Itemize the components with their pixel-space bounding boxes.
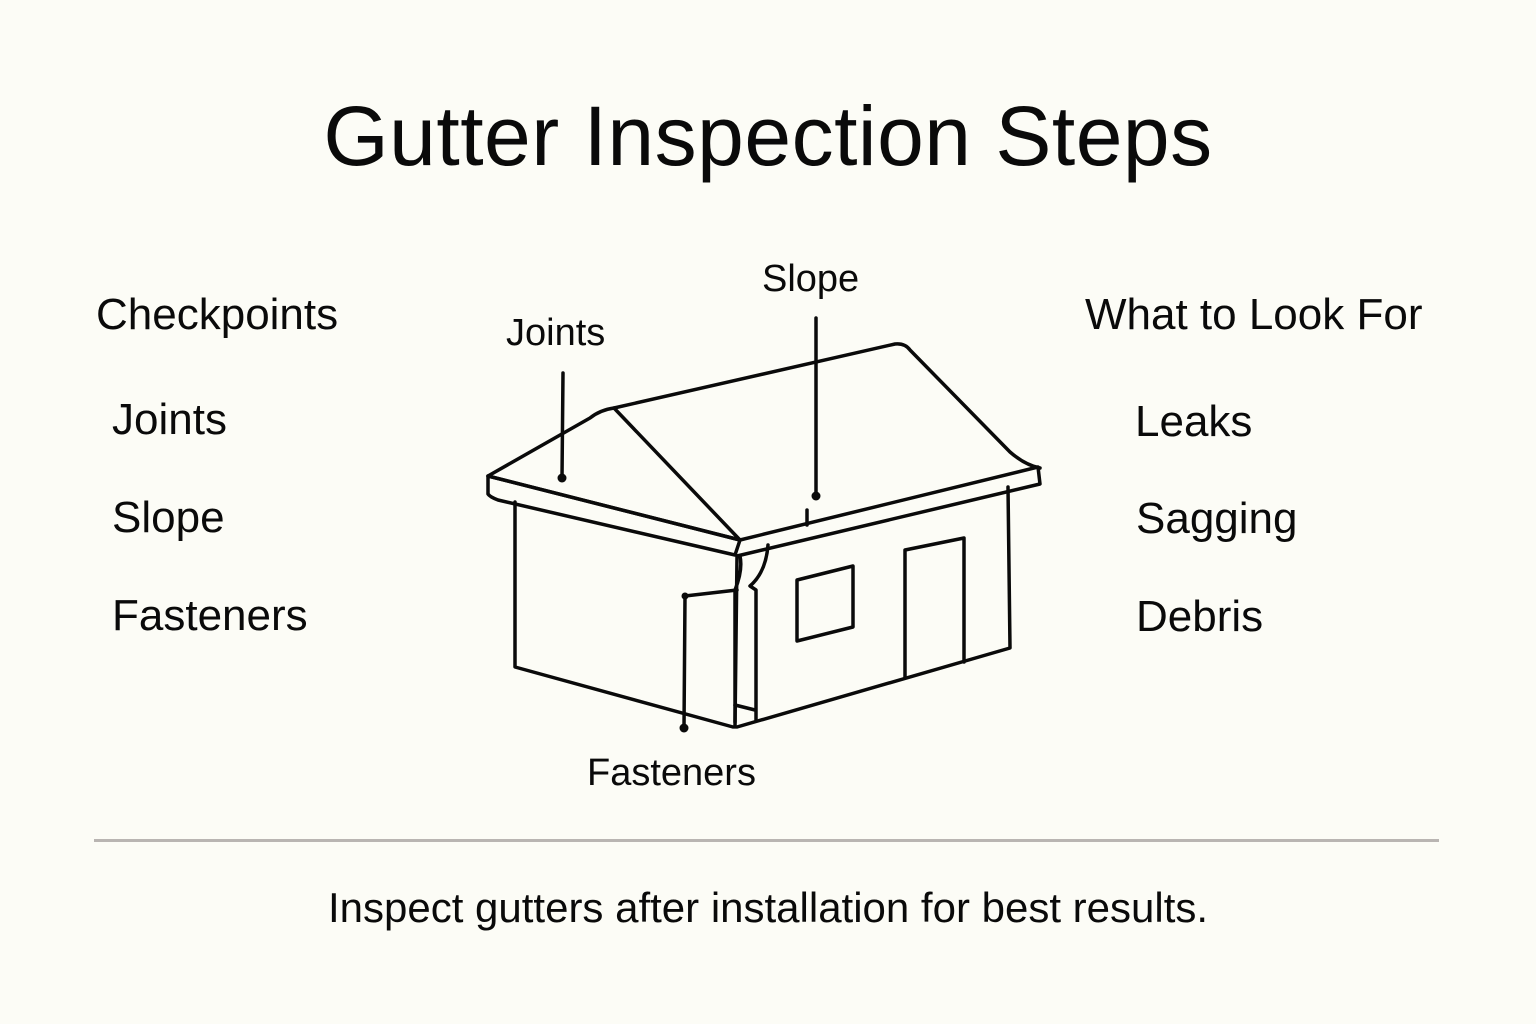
wall-left-icon bbox=[513, 500, 735, 729]
checkpoint-item: Fasteners bbox=[112, 591, 308, 640]
page-title: Gutter Inspection Steps bbox=[323, 89, 1213, 183]
fasteners-marker-icon bbox=[679, 723, 689, 733]
look-for-heading: What to Look For bbox=[1085, 290, 1423, 339]
look-for-item: Leaks bbox=[1135, 397, 1253, 446]
diagram-label-joints: Joints bbox=[506, 312, 606, 354]
diagram-label-slope: Slope bbox=[762, 258, 860, 300]
roof-ridge-icon bbox=[612, 342, 1042, 470]
slope-marker-icon bbox=[811, 491, 821, 501]
checkpoint-item: Joints bbox=[112, 395, 227, 444]
door-icon bbox=[903, 536, 966, 679]
joints-leader-line bbox=[560, 371, 565, 480]
divider bbox=[94, 839, 1439, 842]
roof-hip-left-icon bbox=[486, 406, 742, 542]
fasteners-leader-line bbox=[682, 588, 739, 730]
wall-right-icon bbox=[735, 485, 1012, 729]
look-for-item: Debris bbox=[1136, 592, 1264, 641]
look-for-item: Sagging bbox=[1136, 494, 1298, 543]
checkpoint-item: Slope bbox=[112, 493, 225, 542]
footer-note: Inspect gutters after installation for b… bbox=[327, 884, 1209, 931]
window-icon bbox=[795, 564, 855, 643]
joints-marker-icon bbox=[557, 473, 567, 483]
diagram-label-fasteners: Fasteners bbox=[587, 752, 756, 794]
checkpoints-heading: Checkpoints bbox=[96, 290, 339, 339]
